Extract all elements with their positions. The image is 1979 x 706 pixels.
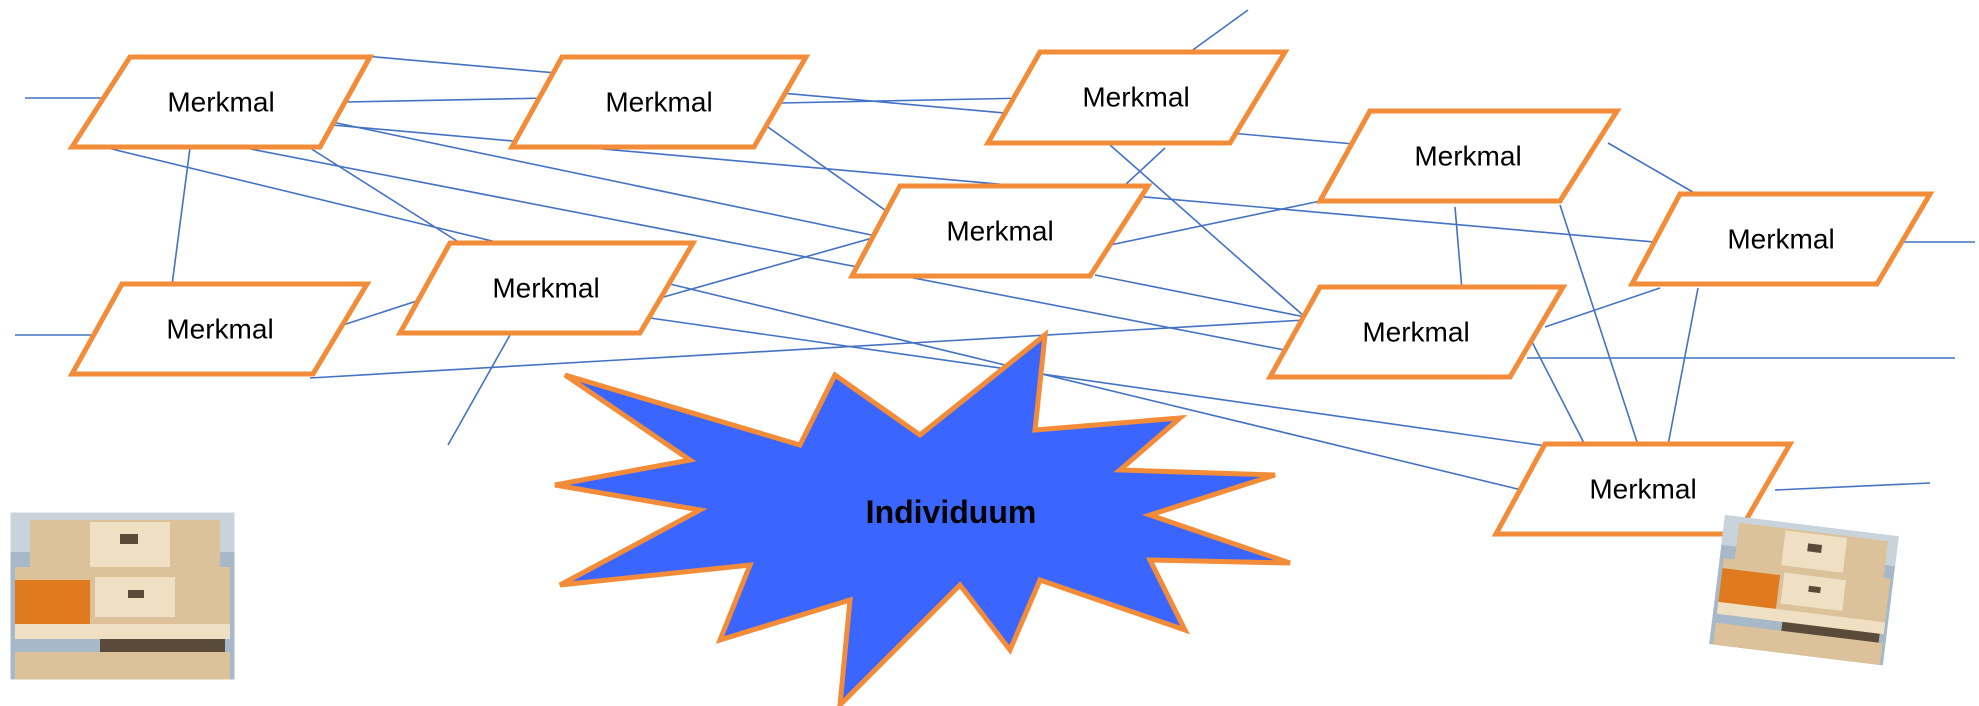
feature-label: Merkmal [167, 87, 274, 118]
connector-line [779, 97, 1031, 104]
feature-label: Merkmal [605, 87, 712, 118]
feature-label: Merkmal [1082, 82, 1189, 113]
star-shape [554, 329, 1291, 706]
connector-line [1109, 144, 1306, 318]
connector-line [1454, 206, 1463, 291]
connector-line [447, 334, 511, 446]
feature-box: Merkmal [67, 54, 375, 150]
connector-line [344, 97, 551, 103]
connector-line [1607, 142, 1699, 196]
feature-box: Merkmal [847, 183, 1153, 279]
connector-line [659, 232, 891, 299]
feature-box: Merkmal [983, 49, 1290, 146]
feature-box: Merkmal [395, 240, 698, 336]
connector-line [171, 147, 191, 286]
feature-box: Merkmal [1627, 191, 1935, 287]
feature-label: Merkmal [1727, 224, 1834, 255]
connector-line [649, 317, 1561, 449]
feature-label: Merkmal [492, 273, 599, 304]
connector-line [1124, 147, 1166, 186]
feature-box: Merkmal [507, 54, 811, 150]
connector-line [1109, 199, 1326, 246]
connector-line [1667, 287, 1699, 446]
connector-line [1189, 9, 1249, 53]
feature-box: Merkmal [1265, 284, 1568, 380]
connector-line [1559, 204, 1639, 446]
connector-line [229, 144, 1311, 356]
connector-line [309, 319, 1306, 379]
drawer-photo-icon [1709, 515, 1899, 666]
feature-label: Merkmal [166, 314, 273, 345]
feature-label: Merkmal [1414, 141, 1521, 172]
connector-line [94, 144, 1531, 493]
connector-line [1094, 274, 1306, 318]
feature-box: Merkmal [67, 281, 372, 377]
connector-line [764, 124, 893, 216]
feature-label: Merkmal [1589, 474, 1696, 505]
connector-line [309, 147, 469, 249]
drawer-photo-icon [9, 511, 236, 681]
feature-label: Merkmal [1362, 317, 1469, 348]
connector-line [1774, 482, 1931, 491]
connector-line [1529, 337, 1586, 446]
connector-line [1544, 287, 1661, 328]
feature-box: Merkmal [1315, 108, 1622, 204]
individual-star: Individuum [554, 329, 1291, 706]
feature-label: Merkmal [946, 216, 1053, 247]
star-label: Individuum [866, 494, 1037, 530]
